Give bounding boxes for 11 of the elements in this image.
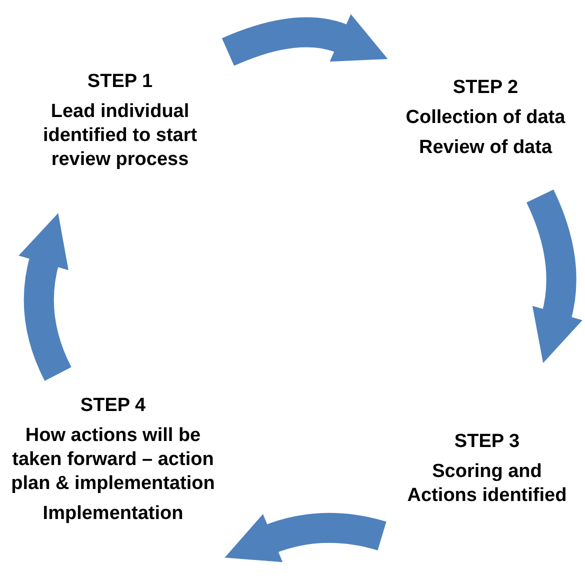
step-text: Review of data: [418, 136, 554, 160]
step-text: How actions will be taken forward – action plan & implementation: [10, 424, 216, 496]
step-heading: STEP 4: [79, 394, 147, 418]
step-text: Implementation: [42, 502, 184, 526]
step-heading: STEP 1: [86, 70, 154, 94]
step-text: Collection of data: [404, 106, 566, 130]
step-text: Scoring and Actions identified: [406, 460, 568, 508]
curved-arrow: [18, 212, 72, 380]
step-heading: STEP 2: [452, 76, 520, 100]
step-heading: STEP 3: [453, 430, 521, 454]
step-text: Lead individual identified to start review process: [42, 100, 198, 172]
